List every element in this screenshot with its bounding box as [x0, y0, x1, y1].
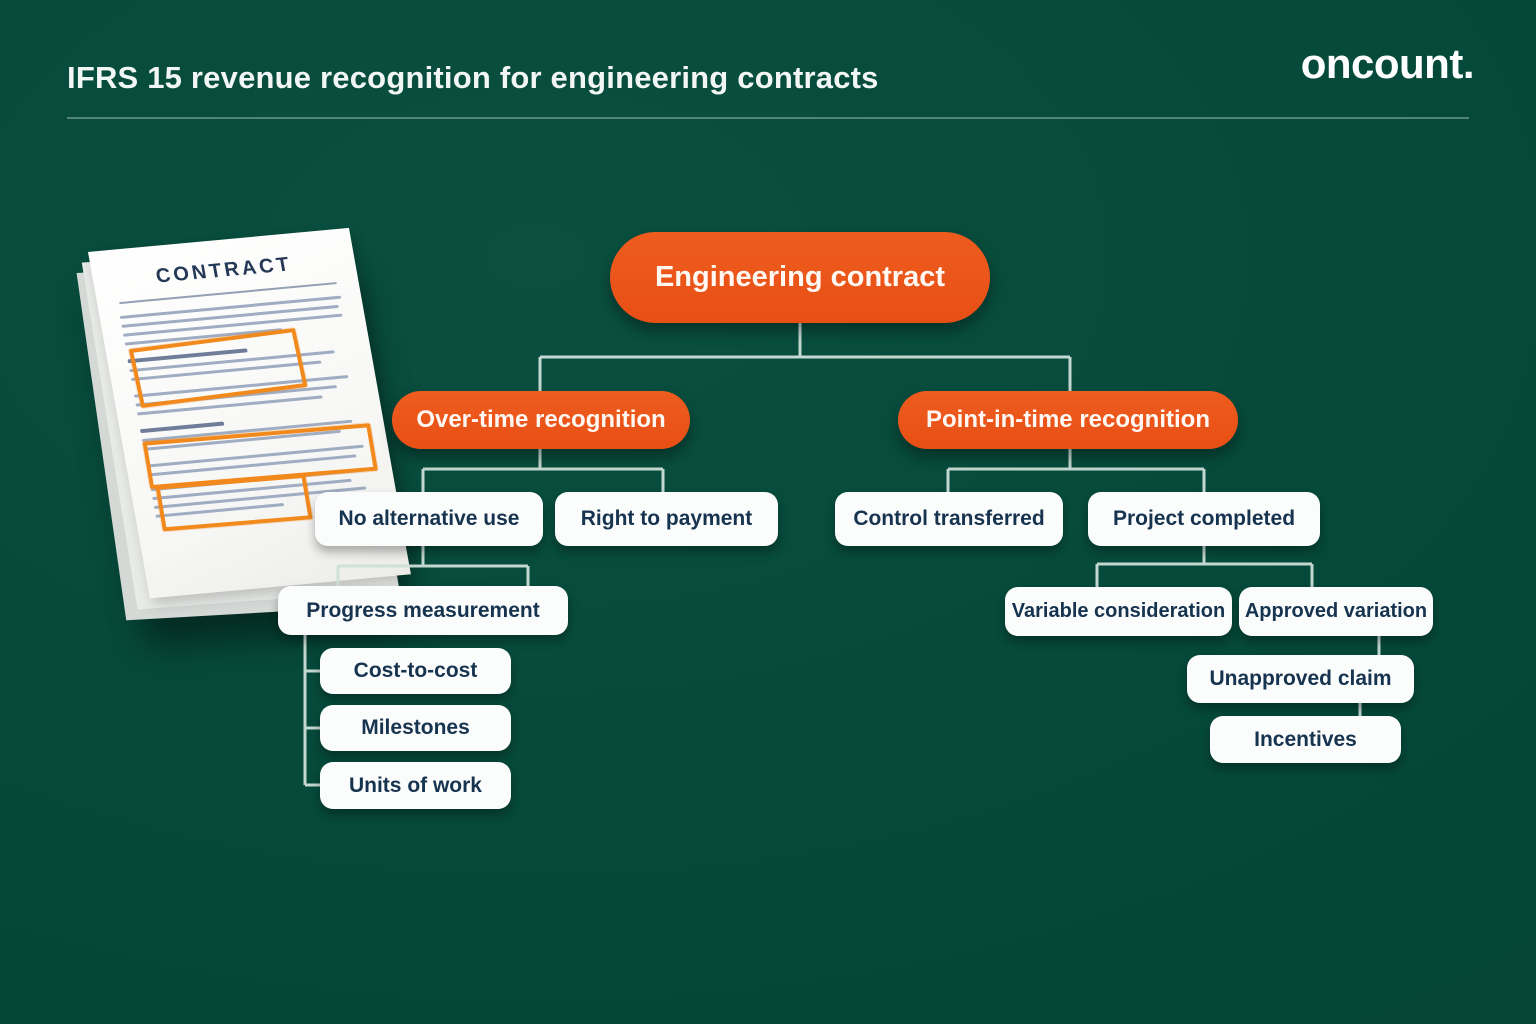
page-title: IFRS 15 revenue recognition for engineer…: [67, 60, 879, 95]
node-approved-variation: Approved variation: [1239, 587, 1433, 636]
node-no-alternative-use: No alternative use: [315, 492, 543, 546]
node-milestones: Milestones: [320, 705, 511, 751]
node-point-in-time-recognition: Point-in-time recognition: [898, 391, 1238, 449]
header-divider: [67, 117, 1469, 119]
node-incentives: Incentives: [1210, 716, 1401, 763]
node-right-to-payment: Right to payment: [555, 492, 778, 546]
node-engineering-contract: Engineering contract: [610, 232, 990, 323]
node-units-of-work: Units of work: [320, 762, 511, 809]
node-over-time-recognition: Over-time recognition: [392, 391, 690, 449]
node-unapproved-claim: Unapproved claim: [1187, 655, 1414, 703]
brand-logo: oncount.: [1300, 40, 1475, 87]
node-project-completed: Project completed: [1088, 492, 1320, 546]
node-cost-to-cost: Cost-to-cost: [320, 648, 511, 694]
node-variable-consideration: Variable consideration: [1005, 587, 1232, 636]
node-progress-measurement: Progress measurement: [278, 586, 568, 635]
node-control-transferred: Control transferred: [835, 492, 1063, 546]
